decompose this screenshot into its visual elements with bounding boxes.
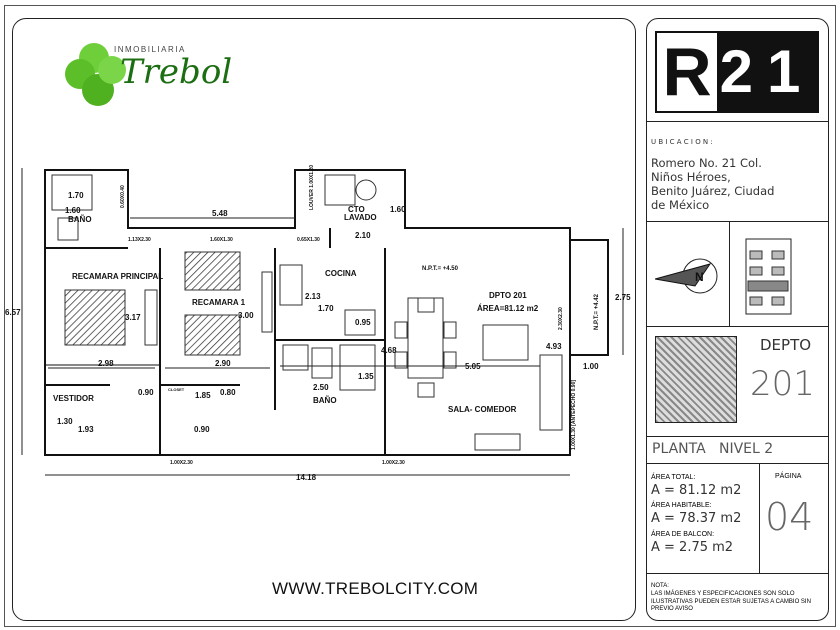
dim: 1.13X2.30 (128, 237, 151, 243)
nota-label: NOTA: (651, 583, 669, 589)
dim: 1.70 (318, 304, 334, 313)
room-recamara-1: RECAMARA 1 (192, 298, 246, 307)
dim: 4.93 (546, 342, 562, 351)
dim: 2.13 (305, 292, 321, 301)
project-logo: R 21 (647, 19, 828, 122)
dim: 1.35 (358, 372, 374, 381)
orientation-section: N (647, 221, 828, 327)
dim: 2.50 (313, 383, 329, 392)
area-total-value: A = 81.12 m2 (651, 483, 742, 498)
ubicacion-label: U B I C A C I O N : (651, 138, 713, 146)
dim: 1.00X1.30 [ANTEPECHO 0.90] (571, 380, 577, 450)
dim: 0.65X1.30 (297, 237, 320, 243)
area-total-label: ÁREA TOTAL: (651, 474, 696, 481)
dim: 14.18 (296, 473, 317, 482)
address-line: Romero No. 21 Col. (651, 156, 762, 170)
depto-name: DPTO 201 (489, 291, 527, 300)
nota-section: NOTA: LAS IMÁGENES Y ESPECIFICACIONES SO… (647, 573, 828, 620)
title-block: R 21 U B I C A C I O N : Romero No. 21 C… (646, 18, 829, 621)
dim: 6.57 (5, 308, 21, 317)
dim: 1.60X1.30 (210, 237, 233, 243)
outer-frame (4, 5, 836, 627)
svg-text:N: N (695, 270, 704, 284)
plan-panel (12, 18, 636, 621)
floor-plan: BAÑO RECAMARA PRINCIPAL RECAMARA 1 COCIN… (5, 165, 631, 482)
dim: 4.68 (381, 346, 397, 355)
address-line: Benito Juárez, Ciudad (651, 184, 775, 198)
location-section: U B I C A C I O N : Romero No. 21 Col. N… (647, 121, 828, 222)
dim: 1.60 (65, 206, 81, 215)
plan-thumbnail (655, 336, 737, 423)
room-vestidor: VESTIDOR (53, 394, 94, 403)
logo-number: 21 (717, 33, 817, 111)
room-lavado: LAVADO (344, 213, 377, 222)
areas-section: ÁREA TOTAL: A = 81.12 m2 ÁREA HABITABLE:… (647, 463, 828, 574)
dim: 2.98 (98, 359, 114, 368)
dim: 2.90 (215, 359, 231, 368)
dim: 1.00X2.30 (382, 460, 405, 466)
depto-label: DEPTO (760, 336, 812, 354)
logo-brand-text: Trebol (120, 52, 233, 92)
room-bano-2: BAÑO (313, 396, 337, 405)
dim: 1.60 (390, 205, 406, 214)
pagina-number: 04 (765, 495, 814, 539)
logo-small-text: INMOBILIARIA (114, 45, 186, 54)
area-balcon-label: ÁREA DE BALCON: (651, 531, 715, 538)
logo-letter: R (662, 34, 712, 110)
room-cto: CTO (348, 205, 365, 214)
room-closet: CLOSET (168, 387, 185, 392)
room-recamara-principal: RECAMARA PRINCIPAL (72, 272, 163, 281)
depto-number: 201 (750, 364, 815, 404)
area-habitable-value: A = 78.37 m2 (651, 511, 742, 526)
dim: 0.60X0.40 (120, 185, 126, 208)
dim: 1.00 (583, 362, 599, 371)
dim: 1.70 (68, 191, 84, 200)
dim: 0.90 (194, 425, 210, 434)
pagina-label: PÁGINA (775, 473, 802, 480)
dim: 0.90 (138, 388, 154, 397)
dim: 0.80 (220, 388, 236, 397)
address-line: Niños Héroes, (651, 170, 731, 184)
nota-text: LAS IMÁGENES Y ESPECIFICACIONES SON SOLO… (651, 591, 811, 612)
dim: 0.95 (355, 318, 371, 327)
address-line: de México (651, 198, 710, 212)
room-bano-1: BAÑO (68, 215, 92, 224)
balcony (569, 239, 609, 356)
dim: 2.30X2.30 (558, 307, 564, 330)
dim: 5.48 (212, 209, 228, 218)
dim: 1.85 (195, 391, 211, 400)
north-arrow-icon: N (655, 258, 718, 294)
room-sala-comedor: SALA- COMEDOR (448, 405, 517, 414)
depto-section: DEPTO 201 (647, 326, 828, 437)
dim: 1.00X2.30 (170, 460, 193, 466)
area-habitable-label: ÁREA HABITABLE: (651, 502, 712, 509)
dim: 2.10 (355, 231, 371, 240)
dim: LOUVER 1.00X1.20 (309, 165, 315, 210)
dim: 3.00 (238, 311, 254, 320)
clover-icon (65, 43, 126, 106)
depto-area: ÁREA=81.12 m2 (477, 304, 539, 313)
trebol-logo: INMOBILIARIA Trebol (62, 38, 232, 113)
website-url: WWW.TREBOLCITY.COM (272, 579, 479, 598)
dimension-labels: 1.70 1.60 5.48 1.13X2.30 1.60X1.30 0.65X… (5, 165, 631, 482)
dim: 1.93 (78, 425, 94, 434)
address: Romero No. 21 Col. Niños Héroes, Benito … (651, 156, 774, 212)
planta-section: PLANTA NIVEL 2 (647, 436, 828, 464)
level-npt-1: N.P.T.= +4.50 (422, 266, 459, 272)
dim: 1.30 (57, 417, 73, 426)
dim: 2.75 (615, 293, 631, 302)
level-npt-2: N.P.T.= +4.42 (594, 293, 600, 330)
dim: 3.17 (125, 313, 141, 322)
planta-nivel: PLANTA NIVEL 2 (652, 441, 774, 457)
room-cocina: COCINA (325, 269, 357, 278)
area-balcon-value: A = 2.75 m2 (651, 540, 734, 555)
wall-outline (44, 169, 571, 456)
building-elevation-icon (745, 238, 792, 315)
dim: 5.05 (465, 362, 481, 371)
